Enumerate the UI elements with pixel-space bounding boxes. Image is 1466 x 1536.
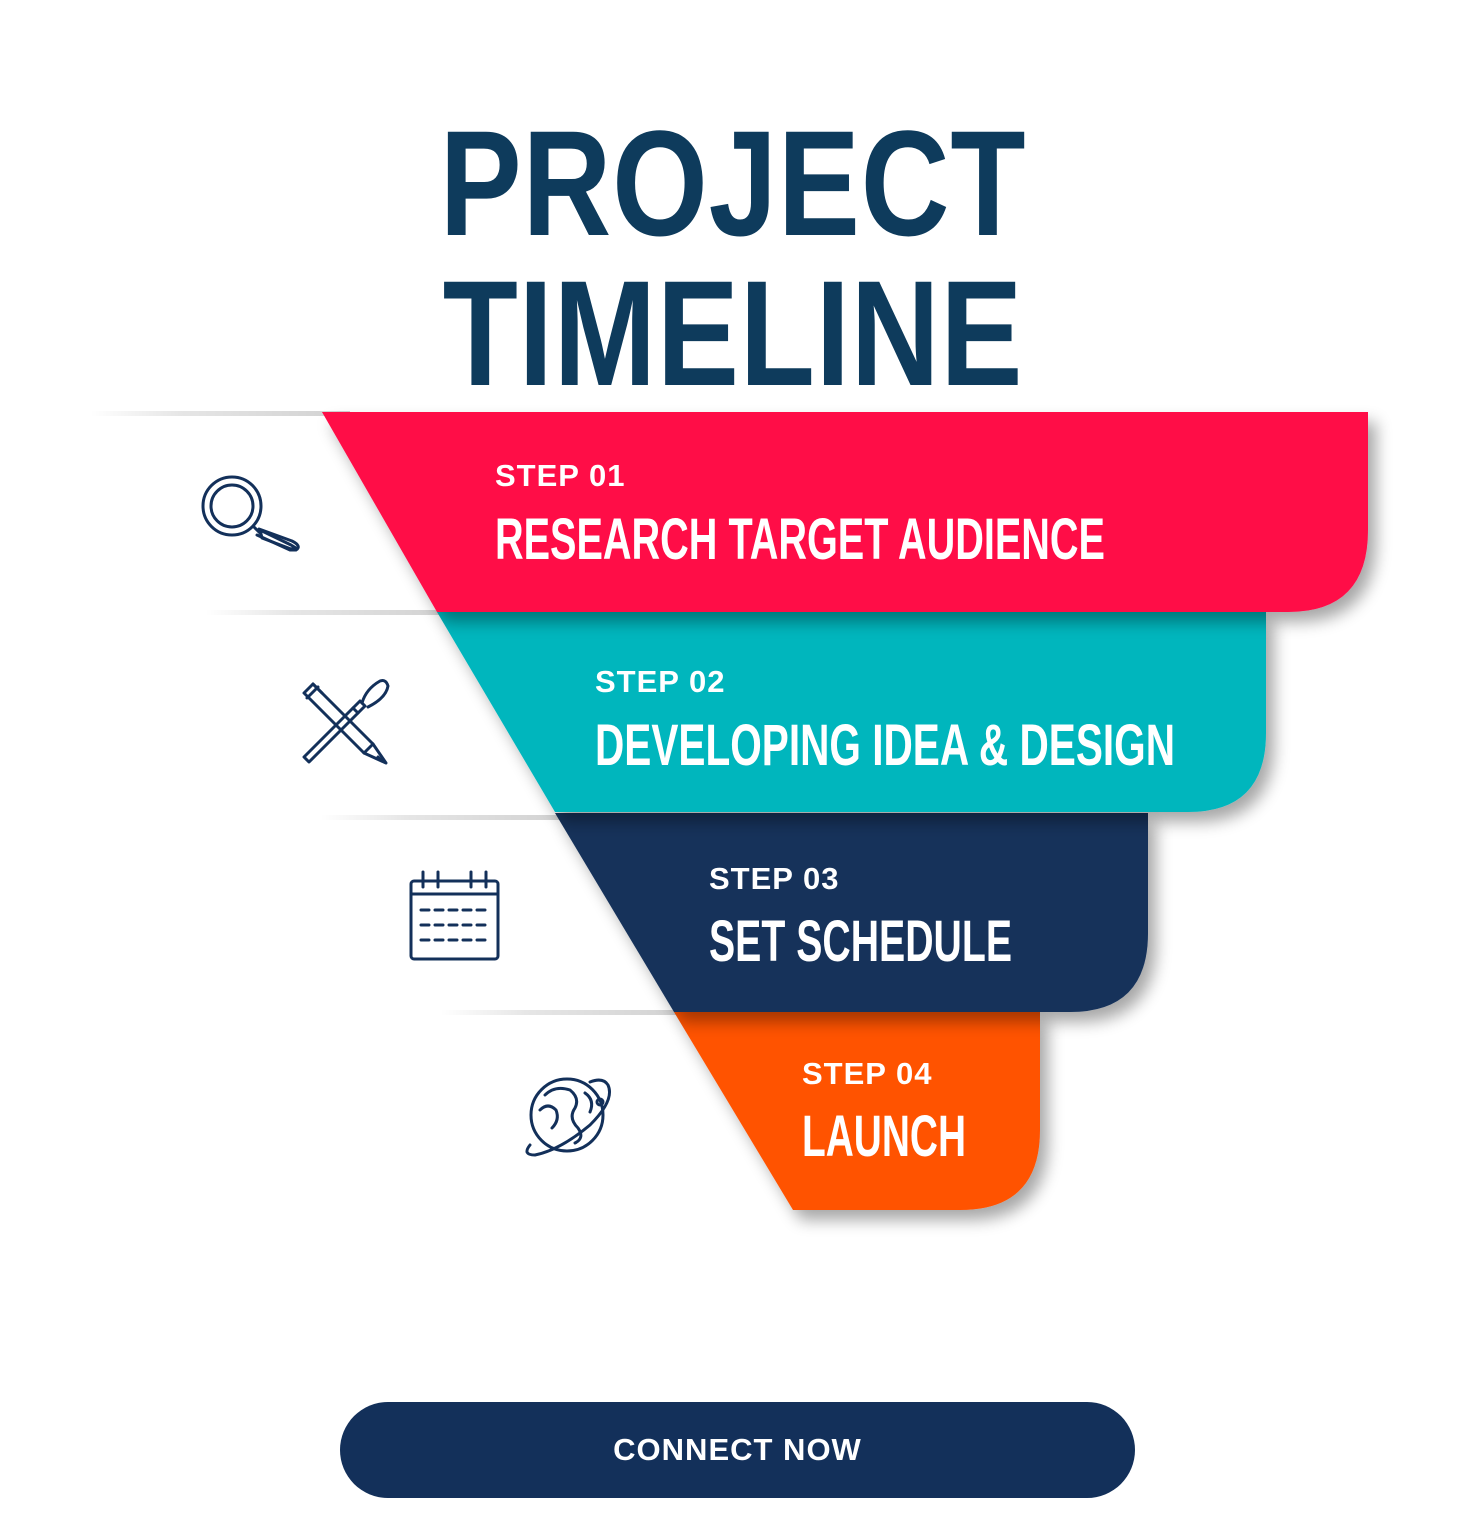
divider-line-1	[90, 411, 350, 416]
step-2-title: DEVELOPING IDEA & DESIGN	[595, 713, 1175, 778]
step-2-number: STEP 02	[595, 664, 726, 699]
step-4-title: LAUNCH	[802, 1104, 966, 1169]
step-4-band	[674, 1012, 1040, 1210]
step-1-number: STEP 01	[495, 458, 626, 493]
pencil-brush-icon	[302, 679, 390, 765]
step-3-band	[555, 813, 1148, 1012]
step-4-number: STEP 04	[802, 1056, 933, 1091]
step-4-shape	[674, 1012, 1040, 1210]
step-1-title: RESEARCH TARGET AUDIENCE	[495, 507, 1105, 572]
divider-line-2	[205, 610, 455, 615]
step-2-band	[437, 612, 1266, 812]
step-3-shape	[555, 813, 1148, 1012]
divider-line-4	[440, 1010, 690, 1015]
step-2-shape	[437, 612, 1266, 812]
connect-now-button[interactable]: CONNECT NOW	[340, 1402, 1135, 1498]
page-title: PROJECT TIMELINE	[439, 99, 1027, 417]
step-3-title: SET SCHEDULE	[709, 909, 1012, 974]
magnifier-icon	[201, 475, 300, 552]
divider-line-3	[320, 815, 570, 820]
step-1-shape	[322, 412, 1368, 612]
globe-icon	[525, 1077, 611, 1157]
calendar-icon	[409, 870, 500, 961]
step-3-number: STEP 03	[709, 861, 840, 896]
step-1-band	[322, 412, 1368, 612]
